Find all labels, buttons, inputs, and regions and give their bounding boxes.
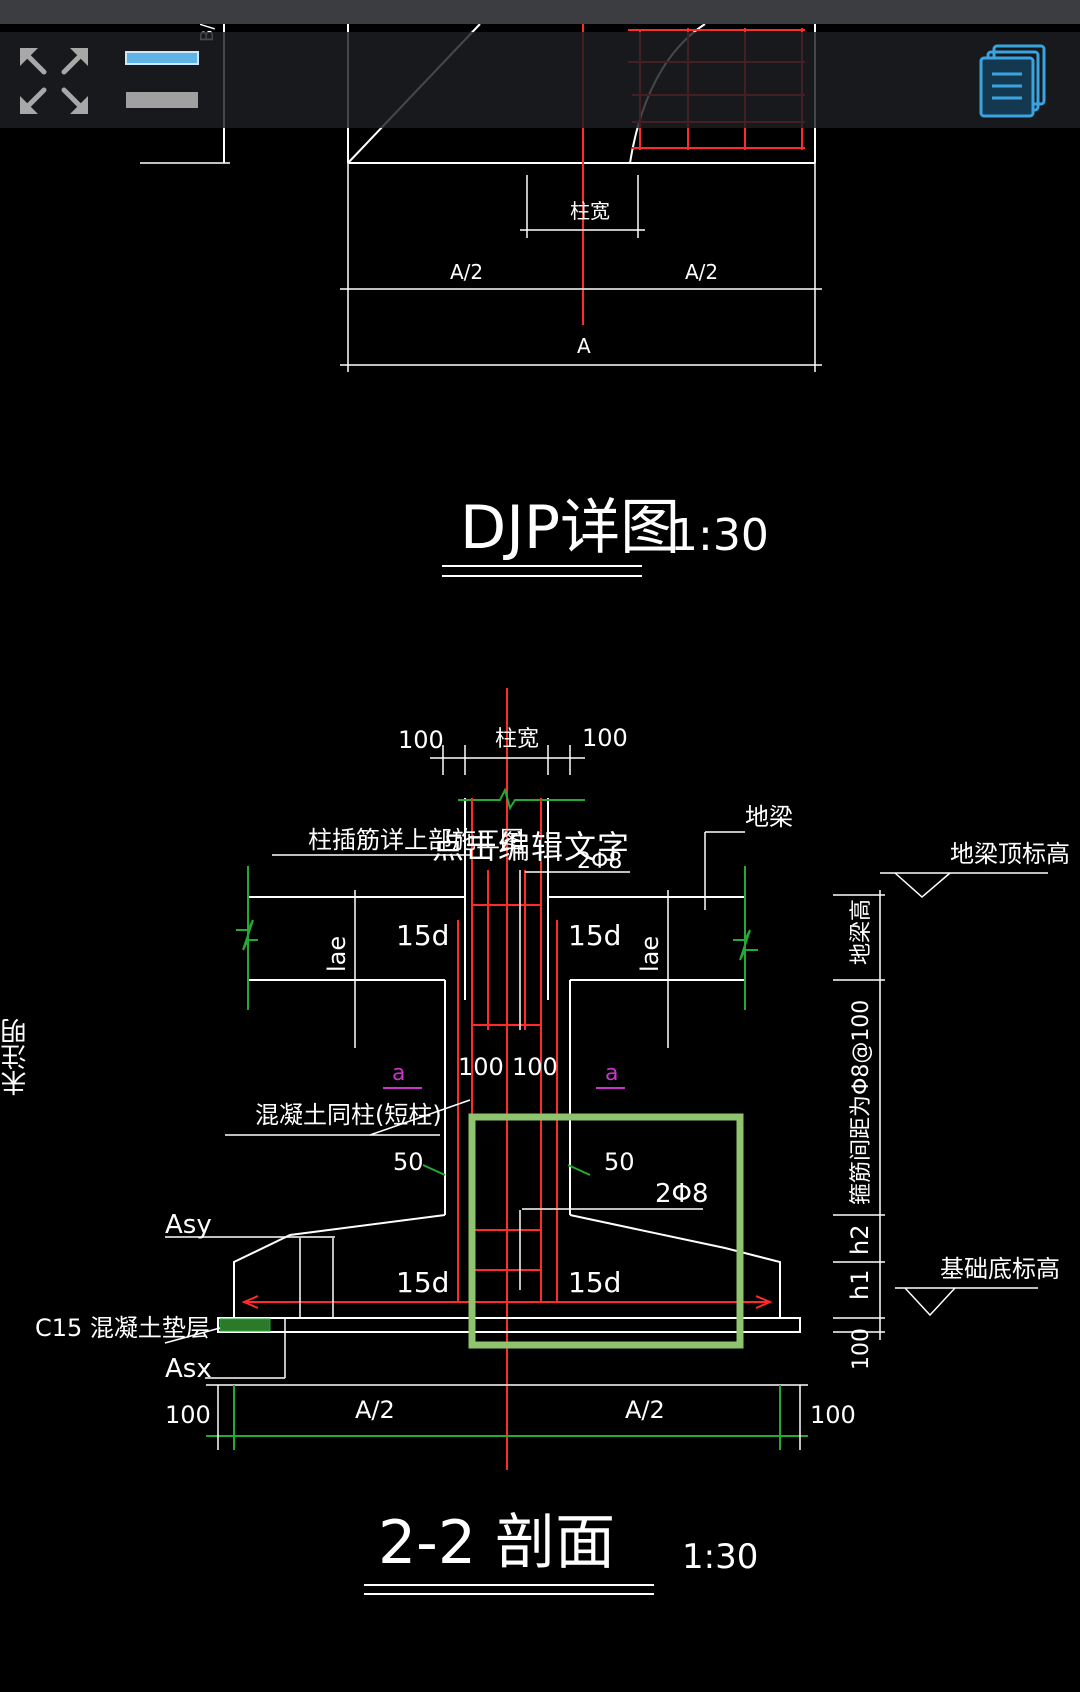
- title1-scale: 1:30: [670, 510, 769, 561]
- fullscreen-button[interactable]: [16, 44, 92, 118]
- sec-a-half-right: A/2: [625, 1396, 665, 1424]
- sec-15d-top-left: 15d: [396, 919, 449, 952]
- sec-asy: Asy: [165, 1210, 212, 1240]
- title2-name: 2-2 剖面: [378, 1508, 615, 1578]
- sec-tag-a-right: a: [605, 1061, 618, 1086]
- sec-15d-top-right: 15d: [568, 919, 621, 952]
- sec-dim-100-bot-right: 100: [810, 1401, 856, 1429]
- sec-dim-100-bot-left: 100: [165, 1401, 211, 1429]
- sec-dim-100-mid-right: 100: [512, 1053, 558, 1081]
- top-a-half-right-label: A/2: [685, 260, 718, 284]
- top-column-width-label: 柱宽: [570, 199, 610, 223]
- sec-a-half-left: A/2: [355, 1396, 395, 1424]
- sec-h1: h1: [846, 1270, 874, 1300]
- top-toolbar: [0, 32, 1080, 128]
- sec-lae-left: lae: [323, 936, 351, 972]
- left-fragment-text: 未注明: [1, 1018, 31, 1096]
- sec-stirrup-spacing: 箍筋间距为Φ8@100: [849, 1000, 874, 1205]
- sec-15d-bot-left: 15d: [396, 1266, 449, 1299]
- title2-scale: 1:30: [682, 1537, 758, 1577]
- expand-arrows-icon: [20, 48, 88, 114]
- sec-dim-100-right: 100: [582, 724, 628, 752]
- sec-h2: h2: [846, 1225, 874, 1255]
- top-a-half-left-label: A/2: [450, 260, 483, 284]
- stacked-pages-icon: [979, 44, 1046, 118]
- top-a-total-label: A: [577, 334, 591, 358]
- sec-15d-bot-right: 15d: [568, 1266, 621, 1299]
- sec-lae-right: lae: [636, 936, 664, 972]
- title-djp-detail: DJP详图 1:30: [442, 493, 769, 577]
- sec-stirrup-bottom: 2Φ8: [655, 1179, 709, 1209]
- title1-name: DJP详图: [460, 493, 680, 563]
- status-strip: [0, 0, 1080, 24]
- sec-ground-beam-top-elev: 地梁顶标高: [950, 840, 1070, 868]
- title-section-2-2: 2-2 剖面 1:30: [364, 1508, 758, 1595]
- sec-dim-100-left: 100: [398, 726, 444, 754]
- sec-column-rebar-note: 柱插筋详上部施工图: [308, 826, 524, 854]
- sec-beam-height: 地梁高: [849, 899, 874, 965]
- sec-foundation-bottom-elev: 基础底标高: [940, 1255, 1060, 1283]
- sec-column-width: 柱宽: [495, 727, 539, 752]
- sec-stirrup-top: 2Φ8: [577, 849, 622, 874]
- sec-ground-beam: 地梁: [745, 803, 793, 831]
- layouts-button[interactable]: [978, 42, 1050, 118]
- sec-dim-50-right: 50: [604, 1148, 635, 1176]
- layer-lines-icon: [125, 51, 199, 108]
- sec-asx: Asx: [165, 1354, 212, 1384]
- sec-short-column: 混凝土同柱(短柱): [255, 1101, 442, 1129]
- sec-dim-100-cushion: 100: [849, 1328, 874, 1370]
- sec-tag-a-left: a: [392, 1061, 405, 1086]
- layers-button[interactable]: [124, 42, 200, 112]
- sec-c15-cushion: C15 混凝土垫层: [35, 1314, 210, 1342]
- selection-box[interactable]: [468, 1113, 744, 1349]
- sec-dim-50-left: 50: [393, 1148, 424, 1176]
- sec-dim-100-mid-left: 100: [458, 1053, 504, 1081]
